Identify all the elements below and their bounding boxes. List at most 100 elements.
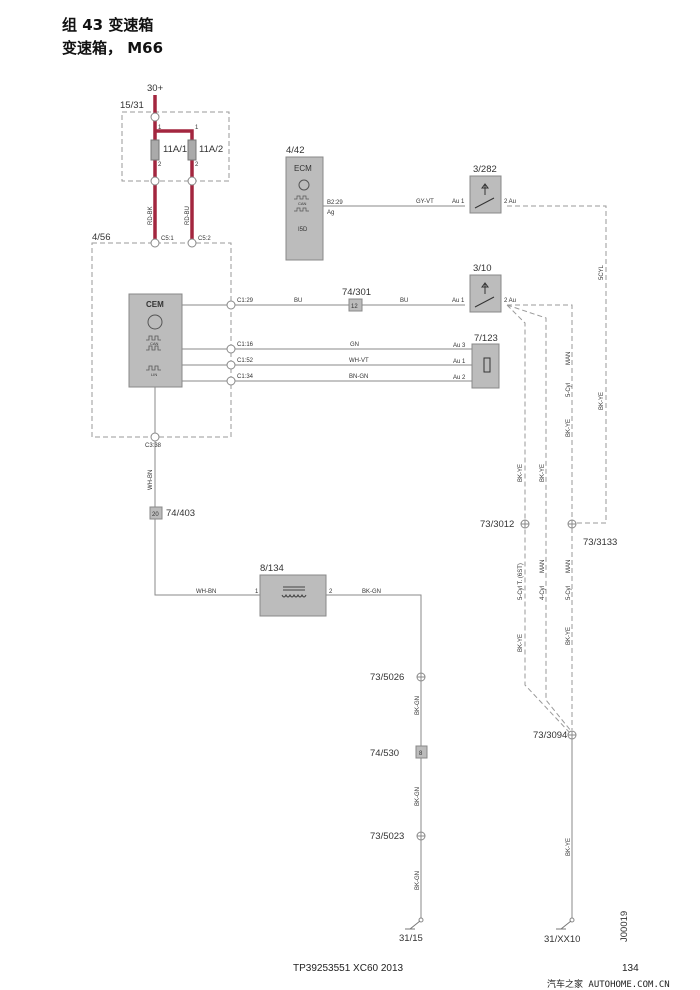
variant-label: 5-Cyl [566,383,572,397]
switch-icon [474,282,495,308]
wire-label: BK-GN [362,589,381,595]
cem-box-id: 4/56 [92,232,111,243]
pin-label: 2 Au [504,298,516,304]
terminal [150,432,160,442]
wire-label: BU [400,298,408,304]
connector-pin: 12 [351,304,358,310]
pin-label: C1:16 [237,342,254,348]
splice-icon [567,519,577,529]
cem-label: CEM [146,300,164,309]
sensor-7-123 [471,343,500,389]
connector-74-530 [415,745,428,759]
solenoid-8-134 [259,574,327,617]
wire-label: BN-GN [349,374,368,380]
wire-label: BK-YE [566,838,572,856]
pin-label: Au 2 [453,375,466,381]
document-id: TP39253551 XC60 2013 [293,963,404,974]
terminal [226,300,236,310]
transistor-icon [298,179,310,191]
fuse-label: 11A/1 [163,144,187,155]
pin-label: 1 [195,125,199,131]
pin-label: 1 [158,125,162,131]
switch-icon [474,183,495,209]
wire-label: BK-YE [540,464,546,482]
splice-id: 73/5023 [370,831,404,842]
terminal [226,376,236,386]
i5d-label: I5D [298,227,308,233]
wire-label: WH-BN [196,589,216,595]
pin-label: B2:29 [327,200,343,206]
connector-id: 74/530 [370,748,399,759]
diagram-code: J00019 [619,911,630,942]
pin-label: 2 [158,162,162,168]
connector-id: 74/301 [342,287,371,298]
wires [154,304,472,918]
ground-icon [556,917,575,930]
terminal [150,176,160,186]
solenoid-id: 8/134 [260,563,284,574]
pin-label: C1:29 [237,298,254,304]
wire-label: BU [294,298,302,304]
switch-id: 3/282 [473,164,497,175]
pin-label: C3:38 [145,443,162,449]
wire-label: BK-YE [566,419,572,437]
switch-id: 3/10 [473,263,492,274]
splice-icon [567,730,577,740]
pin-label: C5:1 [161,236,174,242]
terminal [226,360,236,370]
splice-icon [416,672,426,682]
variant-label: MAN [540,560,546,573]
variant-label: MAN [566,560,572,573]
wire-label: RD-BU [185,206,191,225]
transistor-icon [147,314,163,330]
terminal [150,238,160,248]
pin-label: C1:34 [237,374,254,380]
pin-label: C1:52 [237,358,254,364]
variant-label: MAN [566,352,572,365]
watermark: 汽车之家 AUTOHOME.COM.CN [547,980,670,990]
ground-id: 31/15 [399,933,423,944]
pin-label: C5:2 [198,236,211,242]
wire-label: WH-VT [349,358,369,364]
connector-pin: 20 [152,512,159,518]
wire-label: BK-GN [415,871,421,890]
splice-id: 73/3094 [533,730,567,741]
page-title: 组 43 变速箱 [62,16,154,34]
splice-id: 73/3012 [480,519,514,530]
pin-label: Ag [327,210,334,216]
pin-label: Au 1 [452,298,465,304]
pin-label: 1 [255,589,259,595]
variant-label: 5-Cyl [566,586,572,600]
pin-label: Au 1 [452,199,465,205]
splice-icon [520,519,530,529]
pin-label: Au 3 [453,343,466,349]
connector-74-301 [348,298,363,312]
wire-label: BK-GN [415,696,421,715]
wire-label: GN [350,342,359,348]
fuse-box-id: 15/31 [120,100,144,111]
cem-module [128,293,183,388]
fuse-icon [187,139,197,161]
splice-id: 73/5026 [370,672,404,683]
can-label: CAN [150,341,159,346]
wire-label: BK-GN [415,787,421,806]
lin-label: LIN [151,372,157,377]
terminal [226,344,236,354]
fuse-icon [150,139,160,161]
ground-id: 31/XX10 [544,934,580,945]
ground-icon [405,917,424,930]
splice-icon [416,831,426,841]
ecm-id: 4/42 [286,145,305,156]
variant-label: 5CYL [599,264,605,280]
page-number: 134 [622,963,639,974]
bus-signal-icon [294,195,309,212]
variant-wires [506,205,607,734]
connector-74-403 [149,506,163,520]
can-label: CAN [298,201,307,206]
terminal [150,112,160,122]
variant-label: 4-Cyl [540,586,546,600]
page-subtitle: 变速箱， M66 [62,39,164,57]
ecm-label: ECM [294,164,312,173]
connector-id: 74/403 [166,508,195,519]
